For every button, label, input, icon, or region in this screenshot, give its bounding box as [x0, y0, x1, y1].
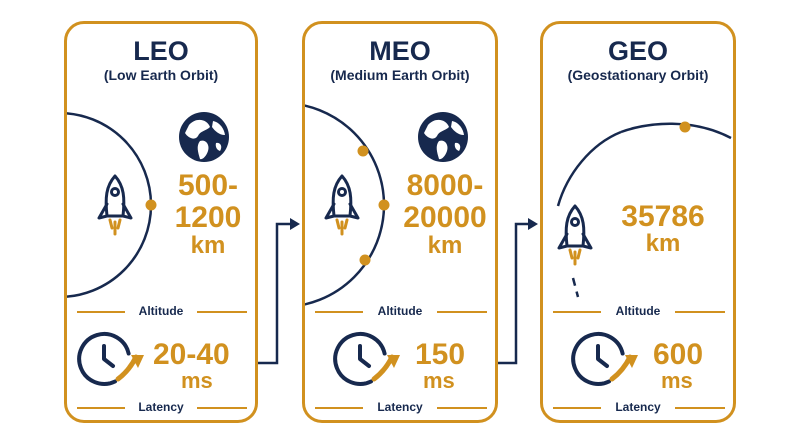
meo-latency-rule-left: [315, 407, 363, 409]
geo-latency-label: Latency: [615, 400, 661, 414]
meo-latency-rule-right: [437, 407, 487, 409]
meo-orbit-arc: [305, 104, 386, 306]
meo-altitude-line2: 20000: [403, 201, 487, 234]
globe-icon: [179, 112, 229, 162]
globe-icon: [418, 112, 468, 162]
meo-orbit-art: [305, 104, 468, 386]
rocket-icon: [324, 174, 360, 236]
leo-card: LEO (Low Earth Orbit) 500- 1200 km Altit…: [64, 21, 258, 423]
geo-altitude-rule-left: [553, 311, 601, 313]
arrow-icon: [387, 355, 400, 368]
leo-title: LEO: [133, 36, 189, 66]
arrow-meo-to-geo: [498, 218, 538, 365]
leo-latency-unit: ms: [181, 368, 213, 393]
leo-subtitle: (Low Earth Orbit): [103, 67, 219, 83]
arrow-icon: [625, 355, 638, 368]
geo-satellite-dot: [679, 121, 691, 133]
meo-title: MEO: [369, 36, 431, 66]
geo-latency-value: 600: [653, 338, 704, 371]
meo-card: MEO (Medium Earth Orbit) 8000- 20000 km …: [302, 21, 498, 423]
meo-satellite-dot-3: [359, 254, 371, 266]
meo-altitude-label: Altitude: [377, 304, 423, 318]
arrow-leo-to-meo: [258, 218, 300, 365]
leo-altitude-unit: km: [190, 232, 226, 259]
leo-orbit-arc: [67, 112, 153, 298]
rocket-icon: [557, 204, 593, 266]
meo-subtitle: (Medium Earth Orbit): [330, 67, 470, 83]
clock-icon: [571, 331, 638, 386]
arrow-icon: [131, 355, 144, 368]
meo-altitude-rule-right: [437, 311, 487, 313]
leo-latency-rule-right: [197, 407, 247, 409]
geo-altitude-value: 35786: [621, 200, 705, 233]
meo-satellite-dot-1: [357, 145, 369, 157]
leo-orbit-art: [67, 112, 229, 386]
leo-altitude-line1: 500-: [177, 169, 239, 202]
geo-latency-rule-right: [675, 407, 725, 409]
geo-altitude-rule-right: [675, 311, 725, 313]
leo-altitude-rule-left: [77, 311, 125, 313]
geo-card: GEO (Geostationary Orbit) 35786 km Altit…: [540, 21, 736, 423]
meo-altitude-line1: 8000-: [406, 169, 484, 202]
geo-subtitle: (Geostationary Orbit): [567, 67, 709, 83]
clock-icon: [333, 331, 400, 386]
leo-latency-rule-left: [77, 407, 125, 409]
leo-satellite-dot: [145, 199, 157, 211]
geo-orbit-arc: [620, 122, 732, 140]
leo-latency-value: 20-40: [153, 338, 230, 371]
geo-title: GEO: [607, 36, 668, 66]
meo-latency-unit: ms: [423, 368, 455, 393]
leo-altitude-line2: 1200: [174, 201, 242, 234]
clock-icon: [77, 331, 144, 386]
leo-latency-label: Latency: [138, 400, 184, 414]
meo-altitude-unit: km: [427, 232, 463, 259]
geo-altitude-label: Altitude: [615, 304, 661, 318]
rocket-icon: [97, 174, 133, 236]
meo-latency-value: 150: [415, 338, 466, 371]
geo-latency-rule-left: [553, 407, 601, 409]
geo-orbit-art: [556, 121, 732, 386]
meo-satellite-dot-2: [378, 199, 390, 211]
geo-altitude-unit: km: [645, 230, 681, 257]
geo-latency-unit: ms: [661, 368, 693, 393]
meo-latency-label: Latency: [377, 400, 423, 414]
leo-altitude-rule-right: [197, 311, 247, 313]
meo-altitude-rule-left: [315, 311, 363, 313]
leo-altitude-label: Altitude: [138, 304, 184, 318]
